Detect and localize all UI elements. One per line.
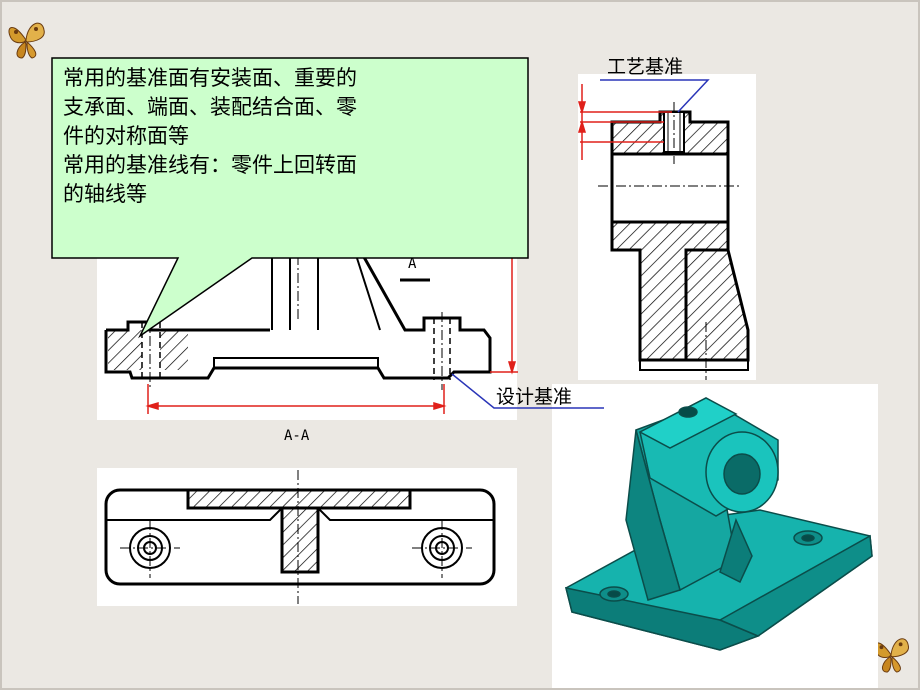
side-dimensions <box>577 84 672 160</box>
callout-line: 件的对称面等 <box>63 124 189 148</box>
process-datum-leader <box>600 79 710 113</box>
callout-line: 的轴线等 <box>63 182 147 206</box>
section-marker-a: A <box>408 256 417 272</box>
front-dimensions <box>145 250 518 414</box>
section-view <box>104 470 496 604</box>
section-title: A-A <box>284 428 310 444</box>
callout-line: 常用的基准线有：零件上回转面 <box>63 153 357 177</box>
callout-line: 常用的基准面有安装面、重要的 <box>63 66 357 90</box>
butterfly-icon <box>8 22 45 59</box>
front-view <box>104 249 492 390</box>
design-datum-label: 设计基准 <box>496 386 573 408</box>
design-datum-leader <box>451 373 604 409</box>
isometric-part <box>564 397 873 651</box>
process-datum-label: 工艺基准 <box>607 56 684 78</box>
callout-line: 支承面、端面、装配结合面、零 <box>63 95 357 119</box>
callout-text: 常用的基准面有安装面、重要的 支承面、端面、装配结合面、零 件的对称面等 常用的… <box>63 64 513 209</box>
butterfly-icon <box>874 638 909 673</box>
